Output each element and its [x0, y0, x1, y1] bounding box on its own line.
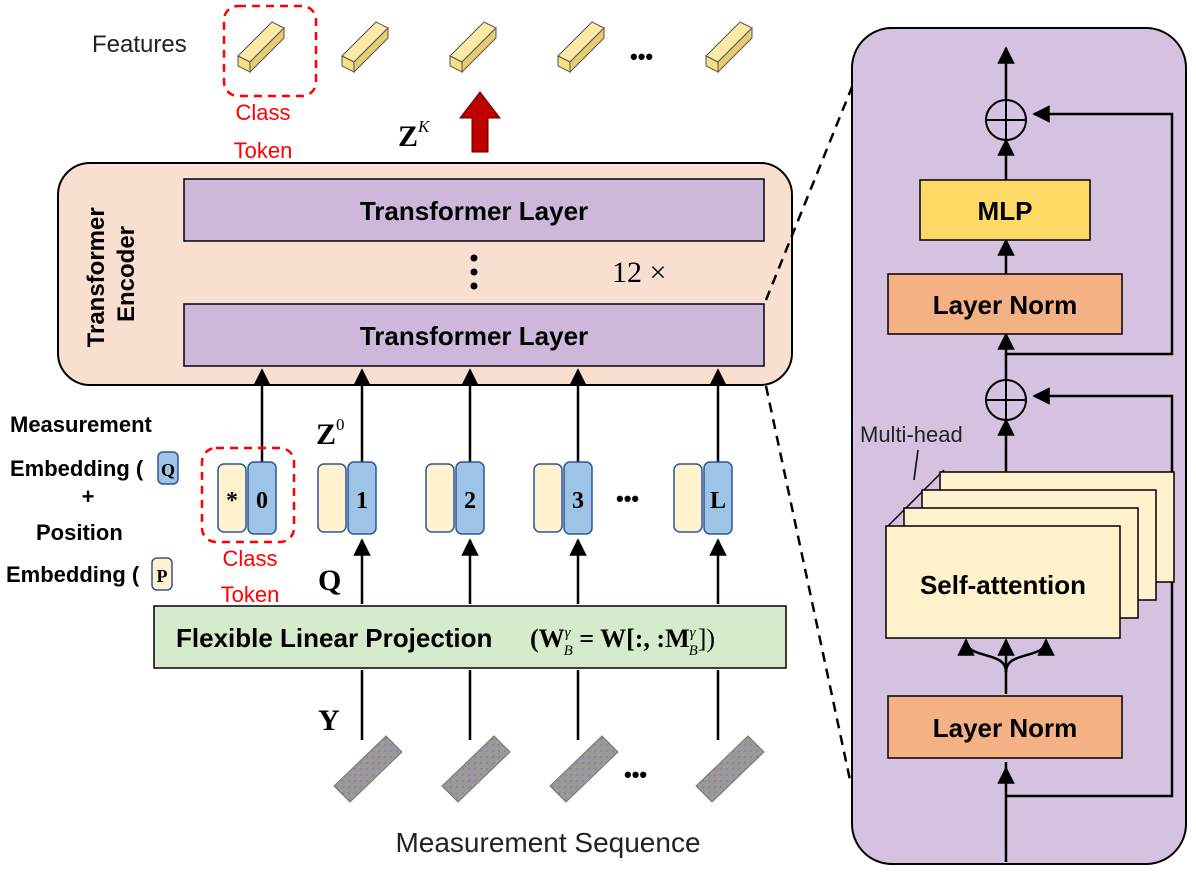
layer-norm-bottom-label: Layer Norm — [933, 713, 1078, 743]
residual-add-top — [985, 99, 1027, 141]
repeat-count: 12 × — [612, 256, 666, 289]
feature-bar — [557, 21, 605, 74]
projection-label: Flexible Linear Projection — [176, 623, 492, 653]
token-index-label: 0 — [256, 488, 268, 514]
measurement-ellipsis: ••• — [624, 762, 647, 787]
measurement-lines — [360, 670, 720, 740]
class-token-label-bottom-2: Token — [221, 582, 280, 607]
position-embedding — [317, 463, 347, 533]
feature-bar — [449, 21, 497, 74]
z0-label: Z0 — [316, 415, 345, 451]
token-index-label: 1 — [356, 488, 368, 514]
transformer-layer-bottom-label: Transformer Layer — [360, 321, 588, 351]
transformer-layer-top-label: Transformer Layer — [360, 196, 588, 226]
feature-bar — [341, 21, 389, 74]
feature-bar-class — [237, 21, 285, 74]
transformer-layer-top — [183, 178, 765, 242]
projection-arrows — [353, 538, 727, 604]
multi-head-label: Multi-head — [860, 422, 963, 447]
pos-emb-swatch — [151, 557, 173, 591]
feature-bar — [705, 21, 753, 74]
self-attention-block — [885, 525, 1121, 639]
token-left-label: * — [226, 488, 238, 514]
multi-head-pointer — [913, 449, 919, 481]
measurement-patch — [549, 735, 619, 803]
output-arrow — [458, 91, 502, 153]
measurement-embedding — [247, 461, 277, 535]
class-token-label-top-1: Class — [235, 100, 290, 125]
pos-emb-symbol: P — [157, 566, 168, 586]
class-token-label-top-2: Token — [234, 138, 293, 163]
position-embedding — [673, 463, 703, 533]
mlp-label: MLP — [978, 196, 1033, 226]
meas-emb-swatch — [157, 451, 179, 485]
layer-norm-bottom — [887, 695, 1123, 759]
transformer-layer-bottom — [183, 303, 765, 367]
token-pair: L — [673, 461, 733, 535]
measurement-embedding — [347, 461, 377, 535]
measurement-embedding — [563, 461, 593, 535]
token-arrows — [253, 368, 727, 462]
attention-heads-stack — [885, 471, 1175, 639]
embedding-legend: Measurement Embedding () + Position Embe… — [6, 412, 175, 587]
meas-emb-symbol: Q — [161, 460, 175, 480]
class-token-label-bottom-1: Class — [222, 546, 277, 571]
mlp-block — [919, 179, 1091, 241]
zk-label: ZK — [398, 117, 431, 153]
pos-emb-line1: Position — [36, 520, 123, 545]
measurement-sequence-label: Measurement Sequence — [395, 827, 700, 858]
token-pair: 2 — [425, 461, 485, 535]
token-index-label: 3 — [572, 488, 584, 514]
layer-norm-top — [887, 273, 1123, 335]
token-index-label: 2 — [464, 488, 476, 514]
measurement-patch — [333, 735, 403, 803]
y-label: Y — [318, 704, 340, 737]
position-embedding — [217, 463, 247, 533]
multi-head-diagonal — [885, 469, 945, 529]
layer-norm-top-label: Layer Norm — [933, 290, 1078, 320]
flexible-linear-projection — [153, 605, 787, 669]
residual-add-bottom — [985, 379, 1027, 421]
feature-bars — [237, 21, 753, 74]
measurement-patch — [441, 735, 511, 803]
features-ellipsis: ••• — [630, 44, 653, 69]
measurement-patch — [695, 735, 765, 803]
measurement-patches — [333, 735, 765, 803]
self-attention-label: Self-attention — [920, 570, 1086, 600]
token-index-label: L — [710, 488, 726, 514]
class-token-highlight-top — [222, 4, 318, 98]
repeat-dots — [470, 254, 478, 290]
position-embedding — [425, 463, 455, 533]
meas-emb-line1: Measurement — [10, 412, 153, 437]
detail-flow-lines — [957, 46, 1174, 862]
token-pair: 3 — [533, 461, 593, 535]
features-label: Features — [92, 31, 187, 58]
encoder-label: Transformer Encoder — [83, 201, 140, 348]
measurement-embedding — [455, 461, 485, 535]
pos-emb-line2: Embedding () — [6, 562, 171, 587]
meas-emb-line2: Embedding () — [10, 456, 175, 481]
measurement-embedding — [703, 461, 733, 535]
token-pair: *0 — [217, 461, 277, 535]
class-token-highlight-bottom — [200, 446, 296, 544]
plus-sign: + — [82, 484, 95, 509]
zoom-lines — [764, 71, 860, 781]
token-pair: 1 — [317, 461, 377, 535]
tokens-ellipsis: ••• — [616, 486, 639, 511]
position-embedding — [533, 463, 563, 533]
q-label: Q — [318, 564, 341, 597]
